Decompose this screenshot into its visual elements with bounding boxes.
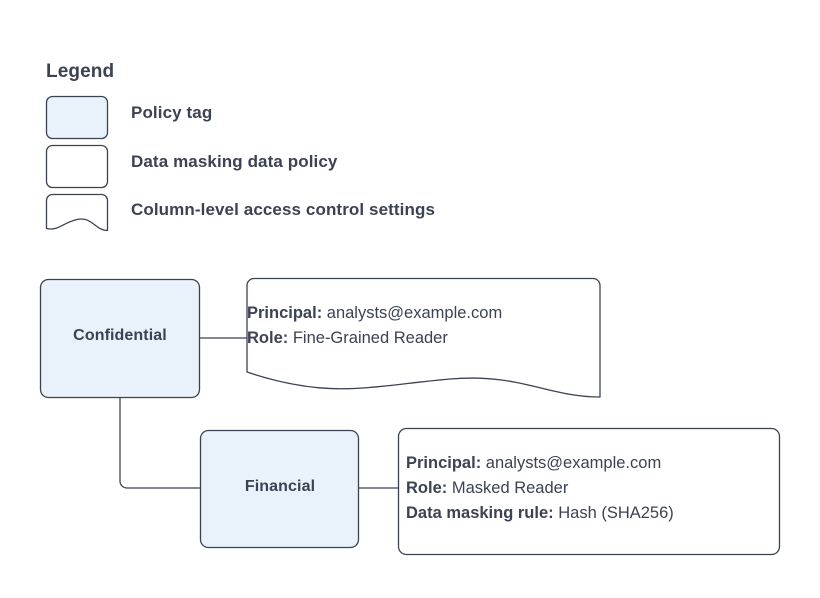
callout-confidential-text: Principal: analysts@example.com Role: Fi…	[247, 301, 502, 351]
node-financial[interactable]	[199, 429, 360, 549]
callout-row-value: Masked Reader	[451, 479, 569, 497]
callout-row: Principal: analysts@example.com	[247, 301, 502, 326]
callout-row-key: Data masking rule:	[406, 504, 554, 522]
callout-financial[interactable]	[397, 427, 781, 556]
node-label-confidential: Confidential	[73, 327, 167, 344]
callout-row: Data masking rule: Hash (SHA256)	[406, 501, 674, 526]
callout-row-value: analysts@example.com	[326, 304, 503, 322]
legend-title: Legend	[46, 61, 115, 82]
callout-row-key: Principal:	[406, 454, 482, 472]
access-control-settings-swatch	[45, 193, 109, 232]
callout-row: Role: Fine-Grained Reader	[247, 326, 502, 351]
legend-item-label-access-control-settings: Column-level access control settings	[131, 200, 436, 219]
legend-item-label-data-masking-policy: Data masking data policy	[131, 152, 338, 171]
connector-confidential-to-financial	[119, 398, 200, 489]
callout-financial-text: Principal: analysts@example.com Role: Ma…	[406, 451, 674, 526]
callout-row-key: Role:	[406, 479, 448, 497]
callout-row: Role: Masked Reader	[406, 476, 674, 501]
node-label-financial: Financial	[244, 478, 316, 495]
callout-row-value: Hash (SHA256)	[558, 504, 674, 522]
callout-row-key: Role:	[247, 329, 289, 347]
callout-row-value: Fine-Grained Reader	[292, 329, 448, 347]
callout-row: Principal: analysts@example.com	[406, 451, 674, 476]
callout-row-key: Principal:	[247, 304, 323, 322]
legend-item-label-policy-tag: Policy tag	[131, 103, 213, 122]
callout-row-value: analysts@example.com	[485, 454, 662, 472]
node-confidential[interactable]	[39, 278, 201, 399]
data-masking-policy-swatch	[45, 144, 109, 189]
callout-confidential[interactable]	[246, 277, 601, 398]
policy-tag-swatch	[45, 95, 109, 140]
